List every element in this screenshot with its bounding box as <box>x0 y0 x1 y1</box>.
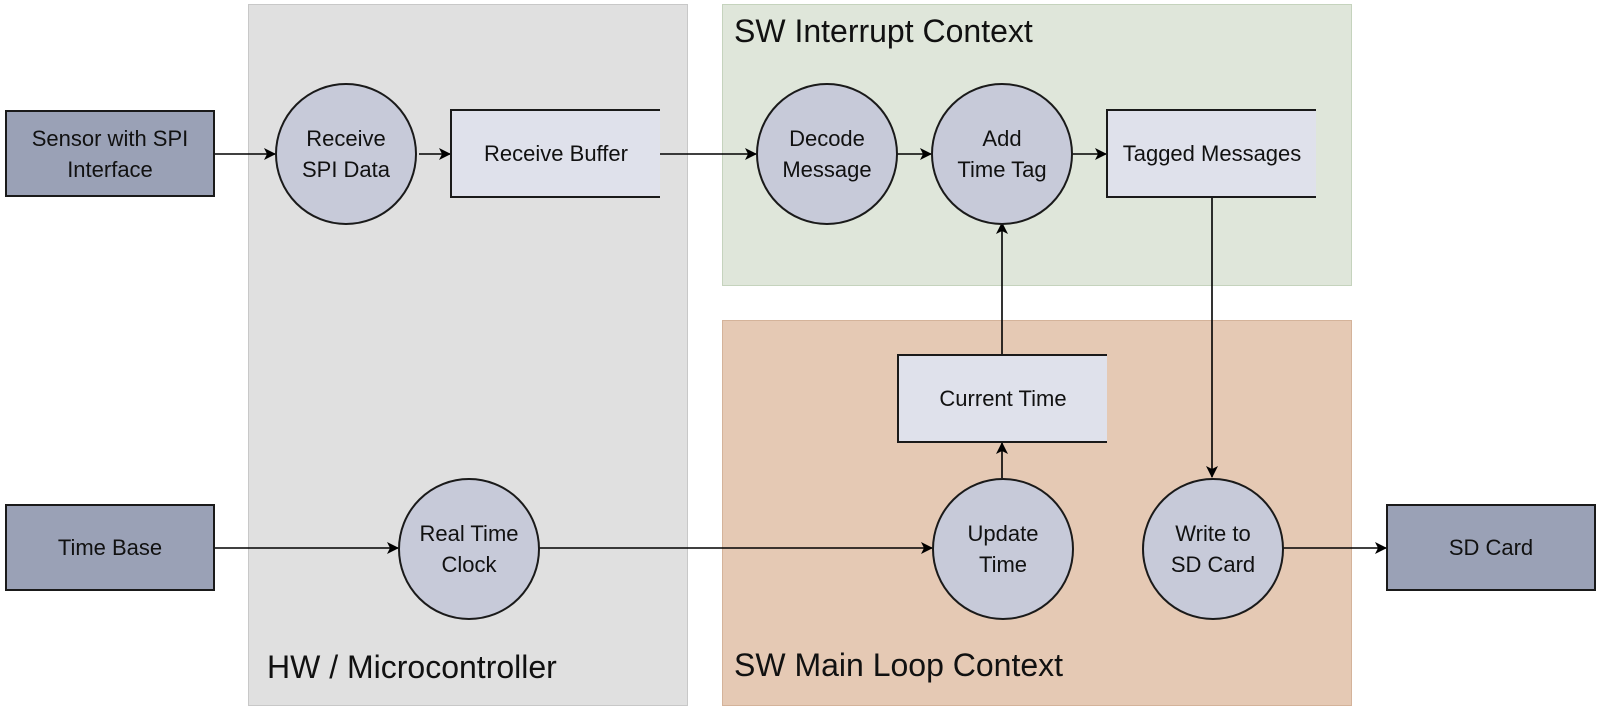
process-real-time-clock: Real Time Clock <box>398 478 540 620</box>
region-hw-title: HW / Microcontroller <box>267 649 557 685</box>
external-time-base: Time Base <box>5 504 215 591</box>
process-receive-spi-data: Receive SPI Data <box>275 83 417 225</box>
region-mainloop-title: SW Main Loop Context <box>734 647 1064 683</box>
external-sd-card: SD Card <box>1386 504 1596 591</box>
store-current-time: Current Time <box>897 354 1107 443</box>
external-sensor-spi: Sensor with SPI Interface <box>5 110 215 197</box>
region-interrupt-title: SW Interrupt Context <box>734 13 1033 49</box>
store-receive-buffer: Receive Buffer <box>450 109 660 198</box>
store-tagged-messages: Tagged Messages <box>1106 109 1316 198</box>
process-decode-message: Decode Message <box>756 83 898 225</box>
process-update-time: Update Time <box>932 478 1074 620</box>
process-write-to-sd-card: Write to SD Card <box>1142 478 1284 620</box>
process-add-time-tag: Add Time Tag <box>931 83 1073 225</box>
